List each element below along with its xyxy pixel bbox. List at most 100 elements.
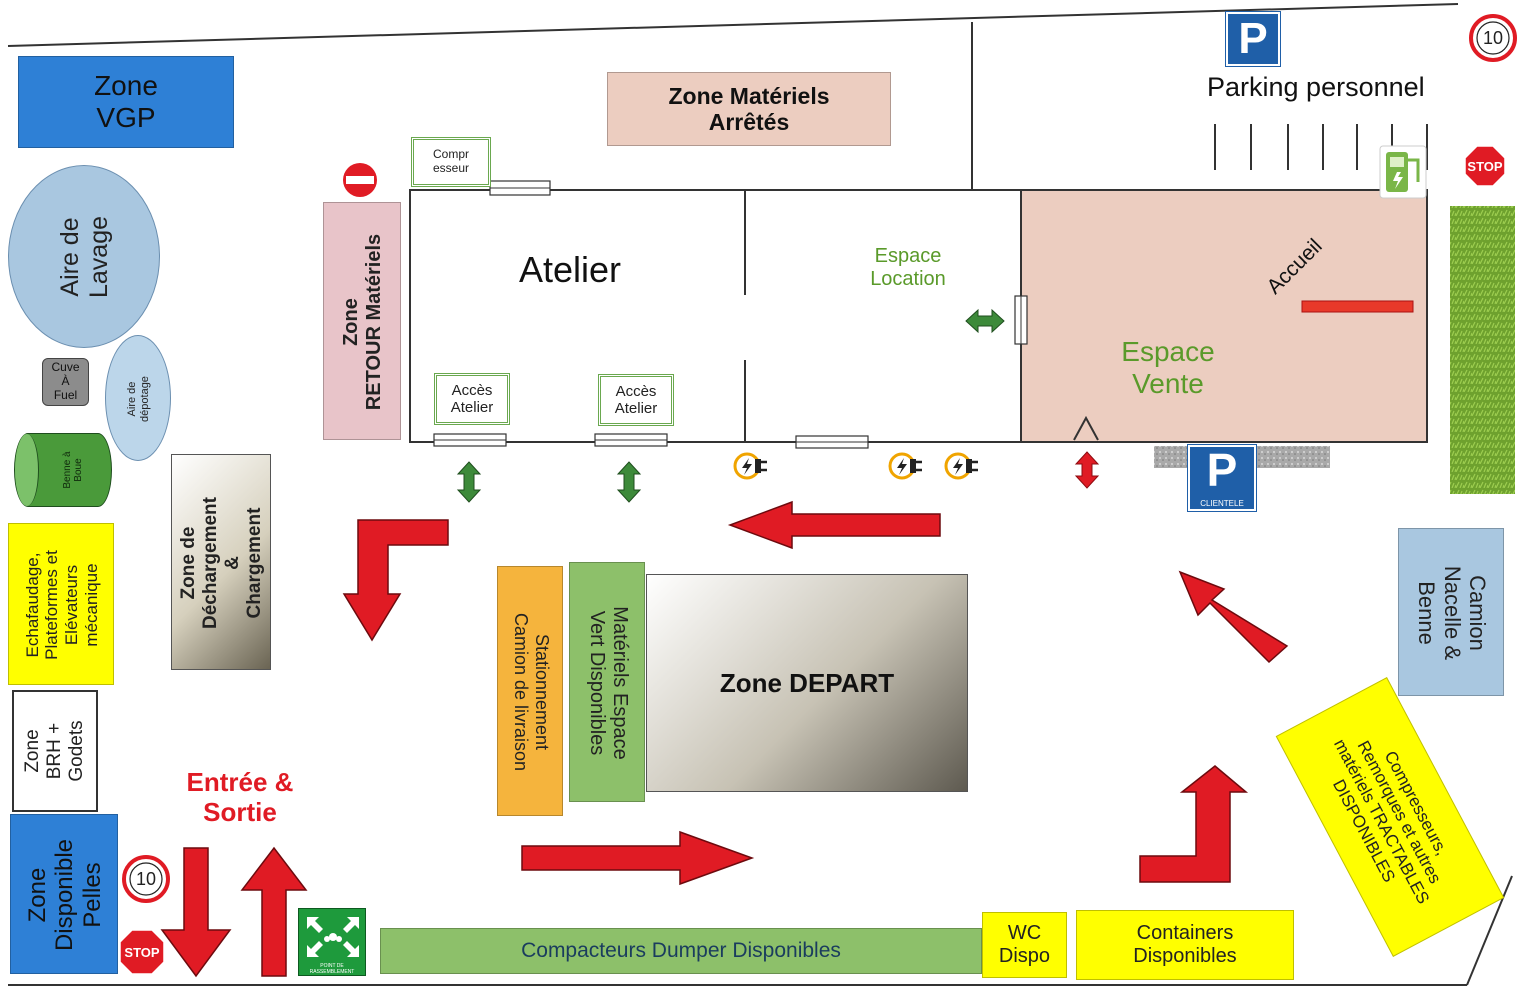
zone-containers: Containers Disponibles — [1076, 910, 1294, 980]
grass-strip — [1450, 206, 1515, 494]
depotage-line1: Aire de — [126, 381, 139, 417]
arrow-up-entry — [240, 846, 308, 977]
acces-atelier-1: Accès Atelier — [434, 373, 510, 425]
dechargement-line1: Zone de — [178, 526, 200, 600]
stationnement-line1: Stationnement — [531, 633, 552, 751]
zone-vgp: Zone VGP — [18, 56, 234, 148]
pelles-line3: Pelles — [78, 862, 106, 928]
brh-line1: Zone — [22, 729, 44, 773]
echafaudage-line2: Plateformes et — [42, 550, 62, 660]
no-entry-sign-icon — [343, 163, 377, 197]
zone-materiels-arretes-line2: Arrêtés — [708, 109, 790, 135]
green-double-arrows — [456, 308, 1005, 503]
brh-line2: BRH + — [44, 722, 66, 780]
cuve-a-fuel: Cuve À Fuel — [42, 358, 89, 406]
accueil-desk — [1301, 300, 1414, 313]
arrow-down-exit — [160, 847, 232, 978]
ev-plug-icons — [733, 452, 978, 480]
containers-line1: Containers — [1136, 922, 1234, 944]
benne-a-boue: Benne à Boue — [14, 433, 112, 507]
compresseur-line1: Compr — [432, 147, 469, 162]
aire-lavage-line2: Lavage — [85, 215, 113, 299]
zone-wc: WC Dispo — [982, 912, 1067, 978]
zone-stationnement: Stationnement Camion de livraison — [497, 566, 563, 816]
speed-limit-value-bottom: 10 — [135, 868, 157, 889]
espace-location-label: Espace Location — [840, 240, 976, 296]
aire-de-depotage: Aire de dépotage — [105, 335, 171, 461]
site-boundary-top — [7, 3, 1459, 47]
dechargement-line2: Déchargement — [200, 497, 222, 629]
entree-sortie-line1: Entrée & — [186, 767, 294, 798]
espace-vente-label: Espace Vente — [1080, 330, 1256, 406]
arrow-left-top — [727, 500, 941, 550]
zone-brh-godets: Zone BRH + Godets — [12, 690, 98, 812]
zone-compresseur: Compr esseur — [411, 137, 491, 187]
zone-depart: Zone DEPART — [646, 574, 968, 792]
acces-atelier-2-line2: Atelier — [614, 400, 658, 417]
assembly-point-sign-icon: POINT DE RASSEMBLEMENT — [298, 908, 366, 976]
acces-atelier-2: Accès Atelier — [598, 374, 674, 426]
parking-sign-letter: P — [1238, 14, 1268, 63]
zone-dechargement: Zone de Déchargement & Chargement — [171, 454, 271, 670]
atelier-label: Atelier — [518, 249, 622, 290]
cuve-line3: Fuel — [53, 387, 78, 402]
espace-vente-floor — [1021, 191, 1426, 441]
site-boundary-right — [1466, 875, 1513, 986]
espace-vente-line2: Vente — [1132, 368, 1204, 399]
parking-clientele-sign-icon: P CLIENTELE — [1187, 444, 1257, 512]
zone-vgp-line1: Zone — [94, 69, 158, 101]
speed-limit-value-top: 10 — [1482, 27, 1504, 48]
espace-vert-line1: Matériels Espace — [609, 606, 631, 760]
wc-line2: Dispo — [998, 945, 1051, 967]
zone-compacteurs: Compacteurs Dumper Disponibles — [380, 928, 982, 974]
zone-camion-nacelle: Camion Nacelle & Benne — [1398, 528, 1504, 696]
stop-sign-icon — [119, 145, 1506, 975]
speed-limit-sign-icon — [122, 14, 1517, 903]
zone-disponible-pelles: Zone Disponible Pelles — [10, 814, 118, 974]
containers-line2: Disponibles — [1133, 945, 1237, 967]
camion-line2: Nacelle & — [1439, 565, 1465, 661]
zone-materiels-arretes-line1: Zone Matériels — [668, 82, 830, 109]
camion-line1: Camion — [1464, 575, 1490, 651]
parking-sign-icon: P — [1225, 11, 1281, 67]
echafaudage-line3: Elévateurs — [62, 564, 81, 646]
benne-line1: Benne à — [61, 451, 73, 489]
depotage-line2: dépotage — [139, 376, 151, 422]
arrow-l-down — [342, 519, 449, 642]
parking-clientele-letter: P — [1206, 444, 1238, 496]
parking-clientele-text: CLIENTELE — [1200, 498, 1244, 508]
stop-text-top: STOP — [1467, 158, 1503, 174]
arrow-diag-up-left — [1178, 570, 1289, 664]
compresseur-line2: esseur — [432, 161, 470, 175]
camion-line3: Benne — [1414, 581, 1440, 645]
stop-text-bottom: STOP — [124, 944, 160, 960]
benne-line2: Boue — [73, 458, 84, 482]
traffic-arrows — [160, 500, 1289, 978]
aire-lavage-line1: Aire de — [56, 217, 85, 297]
echafaudage-line1: Echafaudage, — [22, 552, 42, 658]
entree-sortie-label: Entrée & Sortie — [160, 760, 320, 836]
zone-materiels-espace-vert: Matériels Espace Vert Disponibles — [569, 562, 645, 802]
zone-vgp-line2: VGP — [96, 102, 156, 133]
parking-personnel-label: Parking personnel — [1207, 72, 1425, 102]
acces-atelier-1-line2: Atelier — [450, 399, 494, 416]
building-outline — [409, 189, 1428, 443]
espace-vente-line1: Espace — [1121, 335, 1215, 367]
ev-charging-station-icon — [1379, 145, 1427, 199]
entree-sortie-line2: Sortie — [203, 797, 277, 827]
zone-echafaudage: Echafaudage, Plateformes et Elévateurs m… — [8, 523, 114, 685]
acces-atelier-2-line1: Accès — [615, 382, 657, 400]
espace-location-line1: Espace — [874, 245, 942, 267]
dechargement-line3: & — [222, 556, 243, 570]
zone-retour-line2: RETOUR Matériels — [363, 233, 385, 411]
espace-vert-line2: Vert Disponibles — [586, 610, 608, 756]
zone-materiels-arretes: Zone Matériels Arrêtés — [607, 72, 891, 146]
echafaudage-line4: mécanique — [81, 563, 101, 647]
red-double-arrow — [1074, 451, 1100, 489]
acces-atelier-1-line1: Accès — [451, 381, 493, 399]
stationnement-line2: Camion de livraison — [511, 612, 531, 772]
wc-line1: WC — [1007, 922, 1042, 944]
pelles-line1: Zone — [23, 867, 51, 923]
espace-location-line2: Location — [870, 268, 946, 290]
